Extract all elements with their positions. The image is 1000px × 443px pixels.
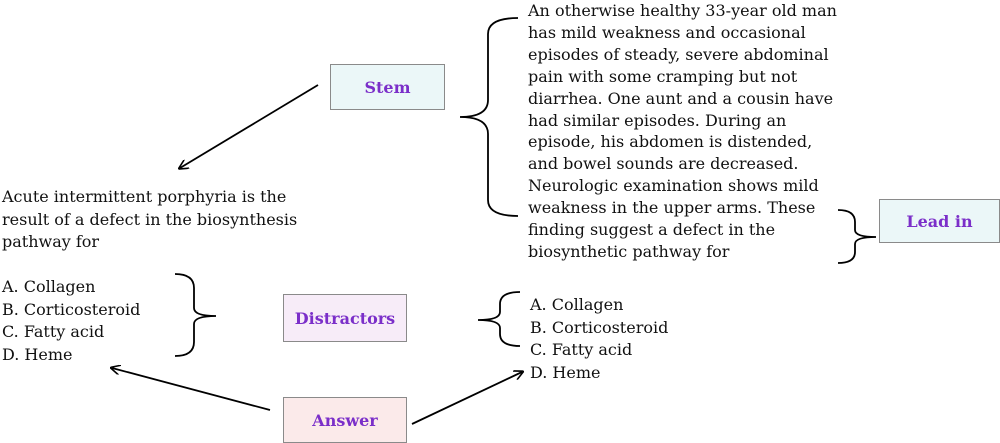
right-question-line: has mild weakness and occasional — [528, 22, 806, 42]
right-question-line: episode, his abdomen is distended, — [528, 132, 813, 152]
left-option-d: D. Heme — [2, 344, 73, 364]
right-question-text: An otherwise healthy 33-year old man has… — [528, 0, 837, 263]
answer-label: Answer — [312, 410, 378, 430]
right-question-line: biosynthetic pathway for — [528, 241, 730, 261]
right-question-line: pain with some cramping but not — [528, 66, 798, 86]
right-question-line: diarrhea. One aunt and a cousin have — [528, 88, 834, 108]
right-option-a: A. Collagen — [530, 295, 624, 314]
left-question-text: Acute intermittent porphyria is the resu… — [2, 186, 297, 254]
answer-label-box: Answer — [283, 397, 407, 443]
distractors-label: Distractors — [294, 308, 396, 328]
stem-label-box: Stem — [330, 64, 445, 110]
left-question-line: pathway for — [2, 232, 100, 251]
left-option-b: B. Corticosteroid — [2, 299, 141, 319]
lead-in-label-box: Lead in — [879, 199, 1000, 243]
left-options: A. Collagen B. Corticosteroid C. Fatty a… — [2, 276, 140, 366]
stem-label: Stem — [364, 77, 411, 97]
lead-in-brace — [837, 209, 877, 264]
left-question-line: Acute intermittent porphyria is the — [2, 187, 287, 206]
left-option-c: C. Fatty acid — [2, 322, 105, 341]
answer-arrow-left — [112, 368, 271, 411]
lead-in-label: Lead in — [906, 211, 973, 231]
right-option-c: C. Fatty acid — [530, 340, 633, 359]
right-question-line: An otherwise healthy 33-year old man — [528, 1, 837, 20]
right-question-line: and bowel sounds are decreased. — [528, 154, 799, 174]
stem-arrow — [180, 84, 319, 168]
stem-brace — [459, 17, 519, 217]
right-question-line: finding suggest a defect in the — [528, 220, 776, 240]
right-question-line: episodes of steady, severe abdominal — [528, 44, 829, 64]
right-options: A. Collagen B. Corticosteroid C. Fatty a… — [530, 294, 668, 384]
right-option-d: D. Heme — [530, 362, 601, 382]
right-question-line: Neurologic examination shows mild — [528, 176, 819, 196]
right-option-b: B. Corticosteroid — [530, 317, 669, 337]
left-question-line: result of a defect in the biosynthesis — [2, 209, 298, 229]
left-option-a: A. Collagen — [2, 277, 96, 296]
distractors-label-box: Distractors — [283, 294, 407, 342]
answer-arrow-right — [411, 372, 522, 425]
right-question-line: weakness in the upper arms. These — [528, 198, 816, 218]
right-distractors-brace — [477, 291, 521, 347]
right-question-line: had similar episodes. During an — [528, 110, 787, 130]
left-distractors-brace — [174, 273, 217, 357]
